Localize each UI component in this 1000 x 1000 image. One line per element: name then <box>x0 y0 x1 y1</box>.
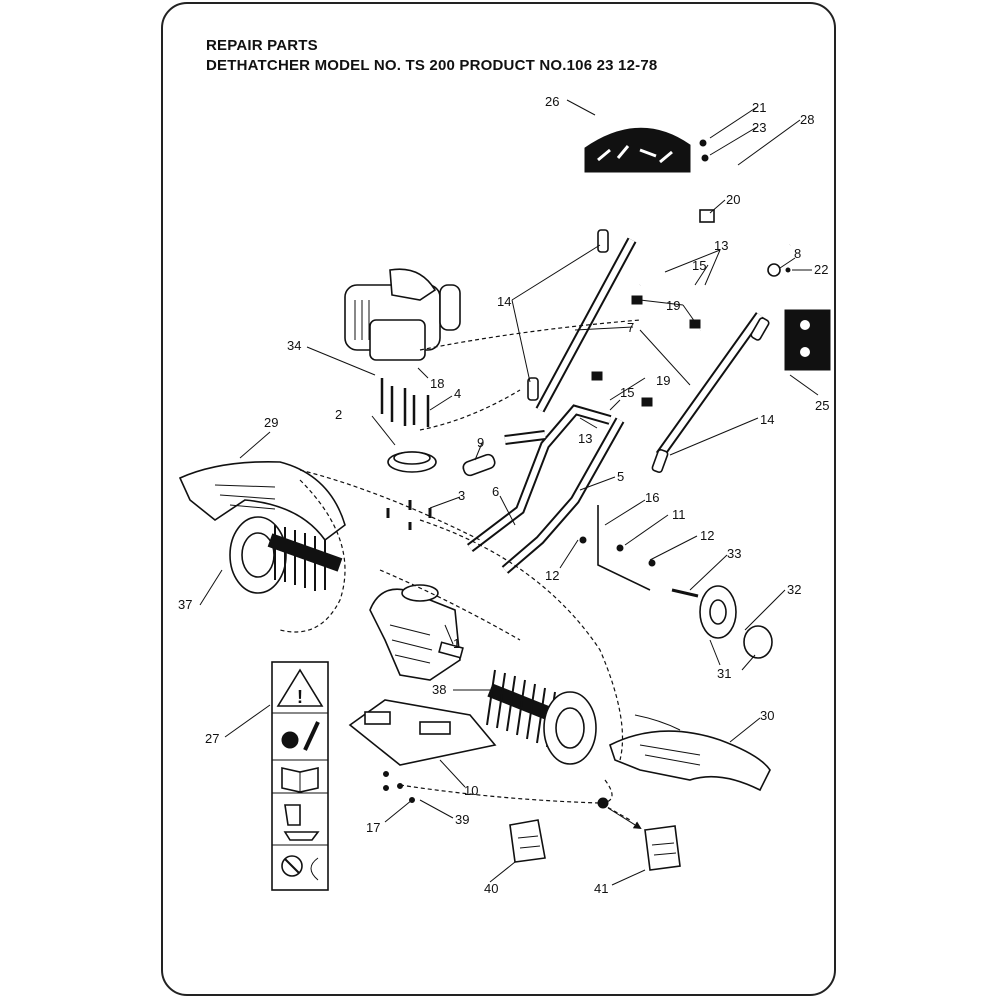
callout-31: 31 <box>717 666 731 681</box>
part-27-warning-decals: ! <box>271 661 329 891</box>
engine <box>344 268 461 361</box>
callout-22: 22 <box>814 262 828 277</box>
callout-38: 38 <box>432 682 446 697</box>
part-1-gear-housing <box>369 584 464 681</box>
callout-19-upper: 19 <box>666 298 680 313</box>
part-9-tube <box>462 453 496 477</box>
assembly-line <box>419 389 521 431</box>
callout-18: 18 <box>430 376 444 391</box>
part-16-axle-bracket <box>597 505 651 591</box>
callout-16: 16 <box>645 490 659 505</box>
callout-3: 3 <box>458 488 465 503</box>
callout-14-lower: 14 <box>760 412 774 427</box>
callout-37: 37 <box>178 597 192 612</box>
small-hardware <box>383 139 791 809</box>
part-41-bag <box>644 825 681 871</box>
callout-23: 23 <box>752 120 766 135</box>
callout-25: 25 <box>815 398 829 413</box>
callout-34: 34 <box>287 338 301 353</box>
no-children-icon <box>281 855 319 881</box>
part-5-lower-frame <box>466 404 625 574</box>
assembly-line <box>602 779 613 804</box>
callout-11: 11 <box>672 507 686 522</box>
callout-17: 17 <box>366 820 380 835</box>
part-28-upper-handle <box>637 161 830 333</box>
assembly-line <box>399 784 631 821</box>
callout-12-right: 12 <box>700 528 714 543</box>
page-title: REPAIR PARTS DETHATCHER MODEL NO. TS 200… <box>206 36 657 76</box>
callout-2: 2 <box>335 407 342 422</box>
callout-28: 28 <box>800 112 814 127</box>
assembly-line <box>419 519 624 761</box>
callout-33: 33 <box>727 546 741 561</box>
callout-39: 39 <box>455 812 469 827</box>
part-40-bag <box>509 819 546 863</box>
callout-21: 21 <box>752 100 766 115</box>
callout-20: 20 <box>726 192 740 207</box>
callout-32: 32 <box>787 582 801 597</box>
callout-13-upper: 13 <box>714 238 728 253</box>
part-2-mounting-collar <box>387 451 437 473</box>
callout-10: 10 <box>464 783 478 798</box>
callout-5: 5 <box>617 469 624 484</box>
part-30-right-cover <box>609 714 771 792</box>
part-25-plate <box>784 309 831 371</box>
part-31-wheel <box>699 585 737 639</box>
title-line-1: REPAIR PARTS <box>206 37 318 54</box>
rotating-blade-icon <box>281 721 320 751</box>
callout-40: 40 <box>484 881 498 896</box>
callout-19-lower: 19 <box>656 373 670 388</box>
callout-13-lower: 13 <box>578 431 592 446</box>
callout-15-upper: 15 <box>692 258 706 273</box>
callout-30: 30 <box>760 708 774 723</box>
bolts-4 <box>380 378 430 427</box>
callout-9: 9 <box>477 435 484 450</box>
callout-4: 4 <box>454 386 461 401</box>
part-29-left-cover <box>178 461 346 542</box>
part-26-decal <box>584 127 691 173</box>
part-33-axle <box>671 588 699 598</box>
part-37-tine-assembly <box>229 516 343 594</box>
warning-triangle-icon: ! <box>276 668 324 707</box>
callout-7: 7 <box>627 320 634 335</box>
leader-lines <box>199 99 819 886</box>
manual-book-icon <box>281 767 319 793</box>
callout-8: 8 <box>794 246 801 261</box>
svg-text:!: ! <box>297 687 303 707</box>
callout-41: 41 <box>594 881 608 896</box>
callout-15-lower: 15 <box>620 385 634 400</box>
assembly-line <box>379 569 521 641</box>
callout-14-upper: 14 <box>497 294 511 309</box>
callout-27: 27 <box>205 731 219 746</box>
hand-hazard-icon <box>283 804 320 841</box>
assembly-line <box>279 479 346 633</box>
assembly-line <box>419 319 641 351</box>
part-32-hubcap <box>743 625 773 659</box>
callout-29: 29 <box>264 415 278 430</box>
callout-1: 1 <box>453 636 460 651</box>
callout-6: 6 <box>492 484 499 499</box>
part-10-base-plate <box>348 699 497 766</box>
callout-26: 26 <box>545 94 559 109</box>
part-14-grips <box>527 229 770 474</box>
part-38-tine-assembly <box>486 669 597 765</box>
title-line-2: DETHATCHER MODEL NO. TS 200 PRODUCT NO.1… <box>206 57 658 74</box>
callout-12-left: 12 <box>545 568 559 583</box>
bolts-3 <box>386 500 432 530</box>
